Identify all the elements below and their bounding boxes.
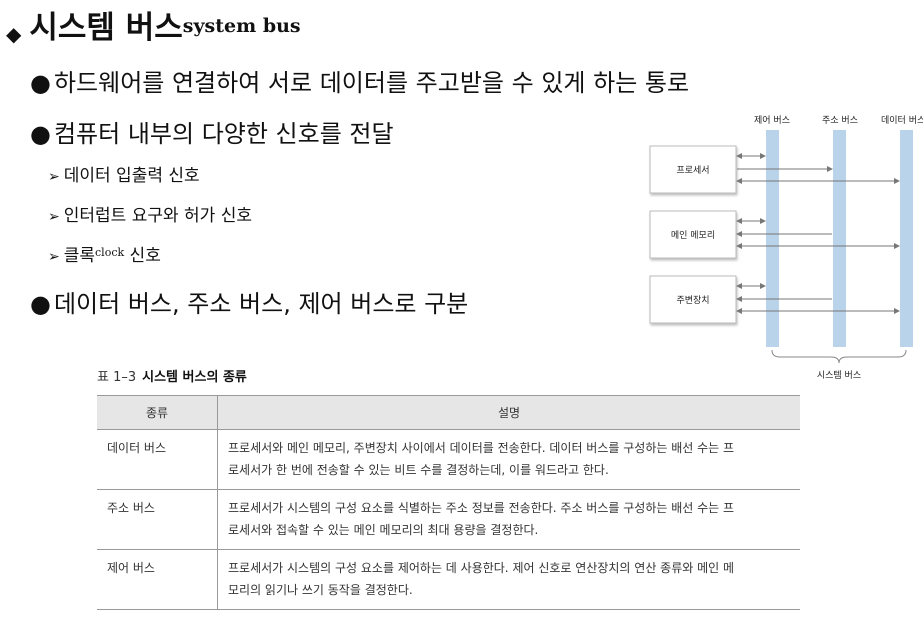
bullet-item: ●데이터 버스, 주소 버스, 제어 버스로 구분 bbox=[30, 284, 468, 319]
bullet-text: 컴퓨터 내부의 다양한 신호를 전달 bbox=[53, 120, 394, 148]
sub-bullet-text: 데이터 입출력 신호 bbox=[63, 166, 200, 186]
device-box-processor bbox=[649, 145, 737, 194]
system-bus-brace-label: 시스템 버스 bbox=[817, 369, 861, 381]
table-cell-description: 프로세서가 시스템의 구성 요소를 제어하는 데 사용한다. 제어 신호로 연산… bbox=[217, 549, 800, 610]
arrow-bullet-icon: ➢ bbox=[48, 169, 60, 185]
bus-label-data: 데이터 버스 bbox=[881, 115, 923, 126]
slide-title: ◆ 시스템 버스system bus bbox=[6, 2, 301, 47]
description-line: 프로세서와 메인 메모리, 주변장치 사이에서 데이터를 전송한다. 데이터 버… bbox=[228, 441, 735, 455]
system-bus-types-table: 종류 설명 데이터 버스 프로세서와 메인 메모리, 주변장치 사이에서 데이터… bbox=[97, 395, 800, 610]
table-cell-description: 프로세서가 시스템의 구성 요소를 식별하는 주소 정보를 전송한다. 주소 버… bbox=[217, 489, 800, 550]
bullet-dot-icon: ● bbox=[30, 290, 51, 318]
system-bus-diagram: 제어 버스 주소 버스 데이터 버스 프로세서 메인 메모리 주변장치 시스템 … bbox=[649, 115, 923, 381]
table-cell-description: 프로세서와 메인 메모리, 주변장치 사이에서 데이터를 전송한다. 데이터 버… bbox=[217, 429, 800, 490]
address-bus bbox=[833, 130, 846, 347]
sub-bullet-item: ➢데이터 입출력 신호 bbox=[48, 161, 200, 186]
description-line: 프로세서가 시스템의 구성 요소를 식별하는 주소 정보를 전송한다. 주소 버… bbox=[228, 501, 735, 515]
arrow-bullet-icon: ➢ bbox=[48, 249, 60, 265]
bullet-item: ●컴퓨터 내부의 다양한 신호를 전달 bbox=[30, 114, 394, 149]
device-label-processor: 프로세서 bbox=[676, 165, 709, 176]
table-header-description: 설명 bbox=[217, 395, 800, 430]
device-box-peripheral bbox=[649, 275, 737, 324]
description-line: 모리의 읽기나 쓰기 동작을 결정한다. bbox=[228, 583, 413, 597]
description-line: 프로세서가 시스템의 구성 요소를 제어하는 데 사용한다. 제어 신호로 연산… bbox=[228, 561, 735, 575]
sub-bullet-item: ➢인터럽트 요구와 허가 신호 bbox=[48, 201, 252, 226]
sub-bullet-text-after: 신호 bbox=[124, 246, 161, 266]
title-main: 시스템 버스 bbox=[29, 10, 183, 46]
bullet-text: 데이터 버스, 주소 버스, 제어 버스로 구분 bbox=[53, 290, 469, 318]
table-header-row: 종류 설명 bbox=[97, 395, 800, 430]
bullet-text: 하드웨어를 연결하여 서로 데이터를 주고받을 수 있게 하는 통로 bbox=[53, 69, 690, 97]
device-box-main-memory bbox=[649, 210, 737, 259]
sub-bullet-text: 인터럽트 요구와 허가 신호 bbox=[63, 206, 252, 226]
sub-bullet-superscript: clock bbox=[95, 246, 125, 259]
bullet-item: ●하드웨어를 연결하여 서로 데이터를 주고받을 수 있게 하는 통로 bbox=[30, 63, 689, 98]
device-label-peripheral: 주변장치 bbox=[676, 294, 709, 306]
table-caption: 표 1–3 시스템 버스의 종류 bbox=[97, 366, 247, 385]
system-bus-brace bbox=[771, 349, 907, 364]
table-row: 데이터 버스 프로세서와 메인 메모리, 주변장치 사이에서 데이터를 전송한다… bbox=[97, 429, 800, 490]
device-label-main-memory: 메인 메모리 bbox=[671, 230, 715, 241]
table-row: 주소 버스 프로세서가 시스템의 구성 요소를 식별하는 주소 정보를 전송한다… bbox=[97, 489, 800, 550]
data-bus bbox=[900, 130, 913, 347]
table-caption-number: 표 1–3 bbox=[97, 370, 137, 385]
description-line: 로세서와 접속할 수 있는 메인 메모리의 최대 용량을 결정한다. bbox=[228, 523, 539, 537]
table-header-type: 종류 bbox=[97, 395, 218, 430]
description-line: 로세서가 한 번에 전송할 수 있는 비트 수를 결정하는데, 이를 워드라고 … bbox=[228, 463, 609, 477]
table-cell-type: 데이터 버스 bbox=[97, 429, 218, 490]
control-bus bbox=[766, 130, 779, 347]
sub-bullet-item: ➢클록clock 신호 bbox=[48, 241, 161, 266]
title-superscript: system bus bbox=[182, 15, 301, 37]
arrow-bullet-icon: ➢ bbox=[48, 209, 60, 225]
table-caption-title: 시스템 버스의 종류 bbox=[142, 370, 247, 385]
bus-label-address: 주소 버스 bbox=[822, 115, 858, 126]
bus-label-control: 제어 버스 bbox=[754, 115, 790, 126]
diamond-bullet-icon: ◆ bbox=[6, 21, 22, 46]
table-cell-type: 주소 버스 bbox=[97, 489, 218, 550]
bullet-dot-icon: ● bbox=[30, 69, 51, 97]
bullet-dot-icon: ● bbox=[30, 120, 51, 148]
table-cell-type: 제어 버스 bbox=[97, 549, 218, 610]
sub-bullet-text: 클록 bbox=[63, 246, 96, 266]
table-row: 제어 버스 프로세서가 시스템의 구성 요소를 제어하는 데 사용한다. 제어 … bbox=[97, 549, 800, 610]
